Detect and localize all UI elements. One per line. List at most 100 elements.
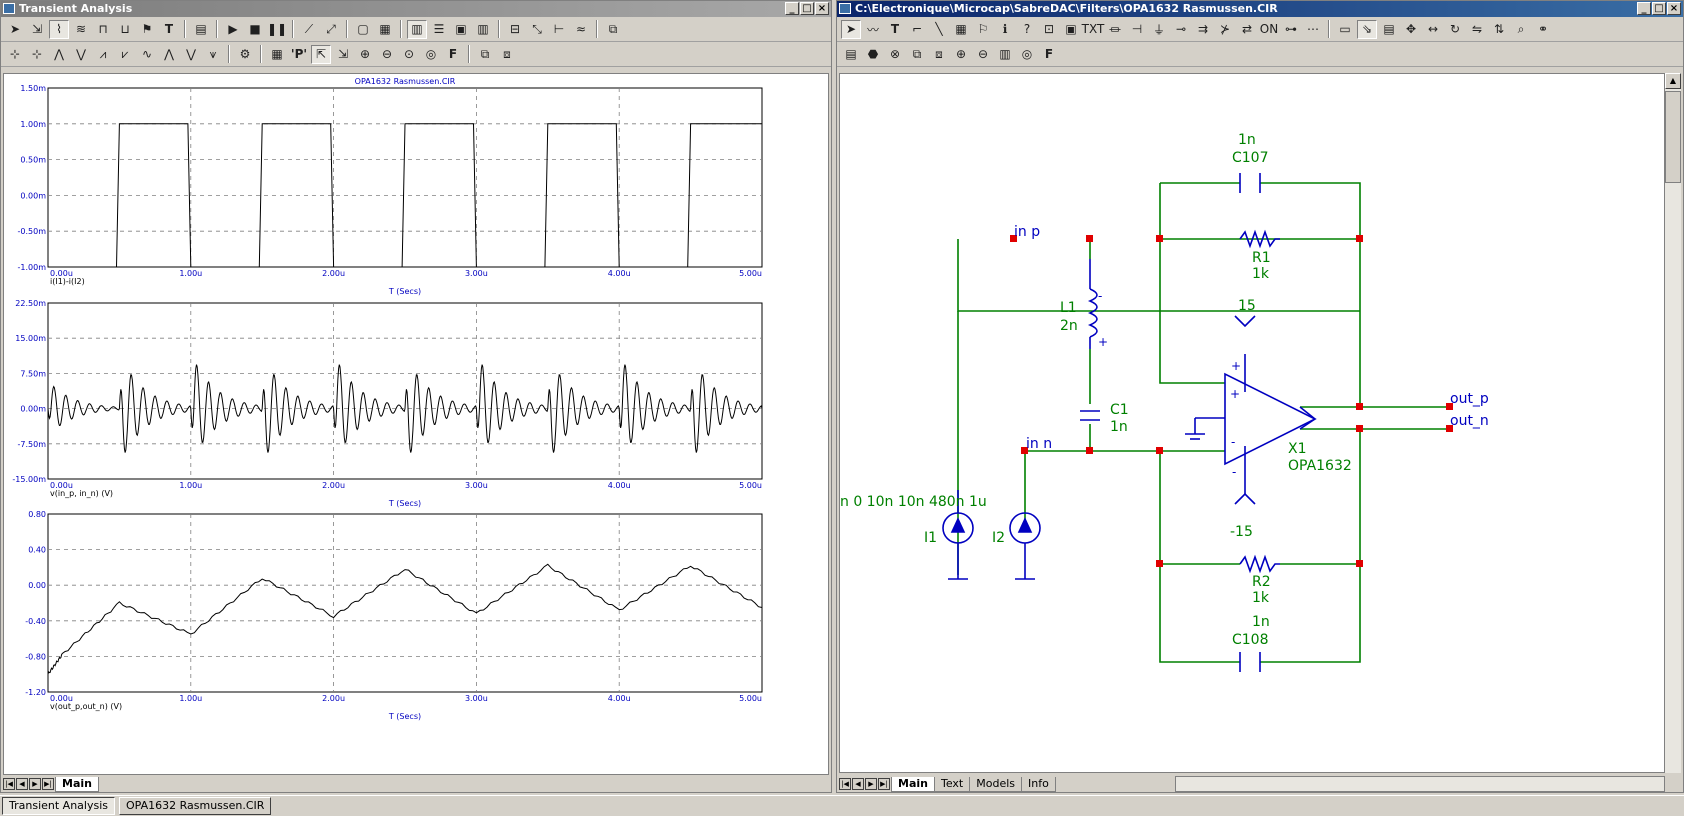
wire-wave-icon[interactable]: 〰 bbox=[866, 22, 879, 37]
globe-icon[interactable]: ◎ bbox=[425, 47, 437, 61]
properties-icon[interactable]: ▤ bbox=[1383, 22, 1395, 36]
tab-models[interactable]: Models bbox=[969, 776, 1022, 792]
cursor-mode-icon[interactable]: ⌇ bbox=[49, 19, 69, 39]
line-icon[interactable]: ⊶ bbox=[1285, 22, 1297, 36]
next-icon[interactable]: ⩛ bbox=[209, 46, 217, 61]
next-tab-button[interactable]: ▶ bbox=[29, 778, 41, 790]
mirror-icon[interactable]: ⇋ bbox=[1471, 22, 1483, 36]
options-icon[interactable]: ⚙ bbox=[239, 47, 251, 61]
scroll-up-button[interactable]: ▲ bbox=[1665, 73, 1681, 89]
copy-icon[interactable]: ⧉ bbox=[912, 46, 922, 61]
export-icon[interactable]: ⧉ bbox=[608, 21, 618, 36]
schematic-canvas[interactable]: 1n C107 R1 1k R2 1k 1n C108 L1 2n C1 1n … bbox=[839, 73, 1665, 773]
on-icon[interactable]: ON bbox=[1259, 22, 1279, 36]
run-icon[interactable]: ▣ bbox=[1065, 22, 1077, 36]
cursor-left-icon[interactable]: ⊹ bbox=[9, 47, 21, 61]
zoom-out-icon[interactable]: ⊖ bbox=[977, 47, 989, 61]
marker-icon[interactable]: ⊢ bbox=[553, 22, 565, 36]
transistor-icon[interactable]: ⊁ bbox=[1219, 22, 1231, 36]
low-icon[interactable]: ⩗ bbox=[121, 46, 129, 61]
print-icon[interactable]: ▥ bbox=[999, 47, 1011, 61]
pause-icon[interactable]: ❚❚ bbox=[266, 22, 288, 36]
paste-icon[interactable]: ⧈ bbox=[503, 46, 511, 61]
peak-find-icon[interactable]: ⋀ bbox=[54, 47, 64, 61]
tab-main[interactable]: Main bbox=[891, 776, 935, 792]
font-icon[interactable]: F bbox=[1044, 47, 1054, 61]
high-icon[interactable]: ⩘ bbox=[99, 46, 107, 61]
line-icon[interactable]: ⟋ bbox=[304, 21, 314, 36]
prev-tab-button[interactable]: ◀ bbox=[852, 778, 864, 790]
stretch-icon[interactable]: ↔ bbox=[1427, 22, 1439, 36]
inflect-icon[interactable]: ∿ bbox=[141, 47, 153, 61]
binoculars-icon[interactable]: ⚭ bbox=[1537, 22, 1549, 36]
prev-tab-button[interactable]: ◀ bbox=[16, 778, 28, 790]
diag-icon[interactable]: ⤢ bbox=[326, 21, 336, 36]
paste-icon[interactable]: ⧈ bbox=[935, 46, 943, 61]
select-arrow-icon[interactable]: ➤ bbox=[841, 19, 861, 39]
text-tool-icon[interactable]: T bbox=[164, 22, 174, 36]
maximize-button[interactable]: □ bbox=[1652, 2, 1666, 15]
first-tab-button[interactable]: |◀ bbox=[839, 778, 851, 790]
scale-icon[interactable]: ⇲ bbox=[31, 22, 43, 36]
window-icon[interactable]: ▭ bbox=[1339, 22, 1351, 36]
text-label-icon[interactable]: TXT bbox=[1081, 22, 1105, 36]
scroll-thumb[interactable] bbox=[1665, 91, 1681, 183]
grid2-icon[interactable]: ▦ bbox=[379, 22, 391, 36]
capacitor-icon[interactable]: ⊣ bbox=[1131, 22, 1143, 36]
cancel-icon[interactable]: ⊗ bbox=[889, 47, 901, 61]
font-icon[interactable]: F bbox=[448, 47, 458, 61]
copy-icon[interactable]: ⧉ bbox=[480, 46, 490, 61]
help-icon[interactable]: ? bbox=[1023, 22, 1031, 36]
layout4-icon[interactable]: ▥ bbox=[477, 22, 489, 36]
global-low-icon[interactable]: ⋁ bbox=[186, 47, 196, 61]
horizontal-scrollbar[interactable] bbox=[1174, 776, 1665, 792]
text-tool-icon[interactable]: T bbox=[890, 22, 900, 36]
info-icon[interactable]: ℹ bbox=[1002, 22, 1008, 36]
zoom-out-icon[interactable]: ⊖ bbox=[381, 47, 393, 61]
stop-icon[interactable]: ■ bbox=[249, 22, 261, 36]
run-icon[interactable]: ▶ bbox=[228, 22, 238, 36]
layout3-icon[interactable]: ▣ bbox=[455, 22, 467, 36]
tab-main[interactable]: Main bbox=[55, 776, 99, 792]
tag-left-icon[interactable]: ⇱ bbox=[311, 44, 331, 64]
next-tab-button[interactable]: ▶ bbox=[865, 778, 877, 790]
globe-icon[interactable]: ◎ bbox=[1021, 47, 1033, 61]
component-icon[interactable]: ▦ bbox=[955, 22, 967, 36]
minimize-button[interactable]: _ bbox=[785, 2, 799, 15]
attribute-icon[interactable]: ▤ bbox=[845, 47, 857, 61]
zoom-in-icon[interactable]: ⊕ bbox=[955, 47, 967, 61]
zoom-fit-icon[interactable]: ⊙ bbox=[403, 47, 415, 61]
first-tab-button[interactable]: |◀ bbox=[3, 778, 15, 790]
zoom-in-icon[interactable]: ⊕ bbox=[359, 47, 371, 61]
tab-info[interactable]: Info bbox=[1021, 776, 1056, 792]
ground-icon[interactable]: ⏚ bbox=[1152, 22, 1165, 37]
diag-wire-icon[interactable]: ╲ bbox=[935, 22, 943, 36]
peak-icon[interactable]: ⊟ bbox=[509, 22, 521, 36]
properties-icon[interactable]: ▤ bbox=[195, 22, 207, 36]
node-icon[interactable]: ⊡ bbox=[1043, 22, 1055, 36]
stop-sign-icon[interactable]: ⬣ bbox=[867, 47, 879, 61]
rotate-icon[interactable]: ↻ bbox=[1449, 22, 1461, 36]
p-label-icon[interactable]: 'P' bbox=[290, 47, 308, 61]
task-transient-analysis[interactable]: Transient Analysis bbox=[2, 797, 115, 815]
close-button[interactable]: × bbox=[815, 2, 829, 15]
wave-icon[interactable]: ⊔ bbox=[120, 22, 130, 36]
find-icon[interactable]: ⌕ bbox=[1517, 21, 1525, 36]
flag-icon[interactable]: ⚐ bbox=[977, 22, 989, 36]
move-icon[interactable]: ✥ bbox=[1405, 22, 1417, 36]
maximize-button[interactable]: □ bbox=[800, 2, 814, 15]
source-icon[interactable]: ⊸ bbox=[1175, 22, 1187, 36]
tag-right-icon[interactable]: ⇲ bbox=[337, 47, 349, 61]
global-high-icon[interactable]: ⋀ bbox=[164, 47, 174, 61]
valley-find-icon[interactable]: ⋁ bbox=[76, 47, 86, 61]
arrow-right-icon[interactable]: ⇉ bbox=[1197, 22, 1209, 36]
graph-icon[interactable]: ⊓ bbox=[98, 22, 108, 36]
layout1-icon[interactable]: ▥ bbox=[407, 19, 427, 39]
minimize-button[interactable]: _ bbox=[1637, 2, 1651, 15]
task-schematic[interactable]: OPA1632 Rasmussen.CIR bbox=[119, 797, 272, 815]
slope-icon[interactable]: ⤡ bbox=[532, 21, 542, 36]
pan-icon[interactable]: ≋ bbox=[75, 22, 87, 36]
pointer-icon[interactable]: ⇘ bbox=[1357, 19, 1377, 39]
grid-icon[interactable]: ▢ bbox=[357, 22, 369, 36]
